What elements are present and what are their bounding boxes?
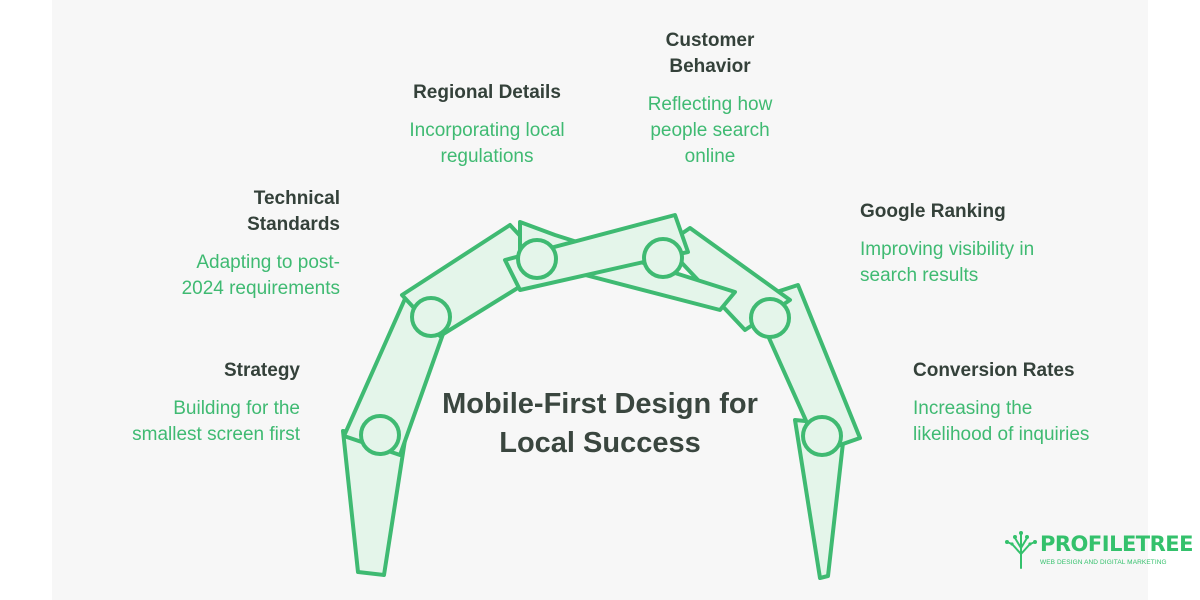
joint-circle — [749, 297, 791, 339]
label-title: Customer Behavior — [665, 30, 755, 77]
diagram-title: Mobile-First Design for Local Success — [442, 388, 758, 459]
label-title: Technical Standards — [247, 188, 340, 235]
label-desc: Adapting to post-2024 requirements — [181, 252, 340, 299]
joint-circle — [516, 238, 558, 280]
label-desc: Improving visibility in search results — [860, 239, 1035, 286]
diagram-canvas — [52, 0, 1148, 600]
label-desc: Reflecting how people search online — [647, 94, 773, 167]
label-desc: Increasing the likelihood of inquiries — [913, 398, 1090, 445]
profiletree-logo: PROFILETREE WEB DESIGN AND DIGITAL MARKE… — [1004, 530, 1193, 574]
joint-circle — [642, 237, 684, 279]
joint-circle — [359, 414, 401, 456]
label-title: Conversion Rates — [913, 360, 1075, 381]
label-title: Regional Details — [413, 82, 561, 103]
tree-icon — [1005, 531, 1037, 569]
label-technical-standards: Technical Standards Adapting to post-202… — [160, 186, 340, 302]
joint-circle — [410, 296, 452, 338]
label-strategy: Strategy Building for the smallest scree… — [120, 358, 300, 448]
label-customer-behavior: Customer Behavior Reflecting how people … — [630, 28, 790, 170]
label-title: Google Ranking — [860, 201, 1006, 222]
brand-tagline: WEB DESIGN AND DIGITAL MARKETING — [1040, 559, 1167, 566]
label-title: Strategy — [223, 360, 300, 381]
brand-name: PROFILETREE — [1040, 532, 1193, 556]
label-desc: Incorporating local regulations — [409, 120, 565, 167]
label-google-ranking: Google Ranking Improving visibility in s… — [860, 199, 1040, 289]
label-desc: Building for the smallest screen first — [132, 398, 300, 445]
label-regional-details: Regional Details Incorporating local reg… — [392, 80, 582, 170]
joint-circle — [801, 415, 843, 457]
label-conversion-rates: Conversion Rates Increasing the likeliho… — [913, 358, 1103, 448]
